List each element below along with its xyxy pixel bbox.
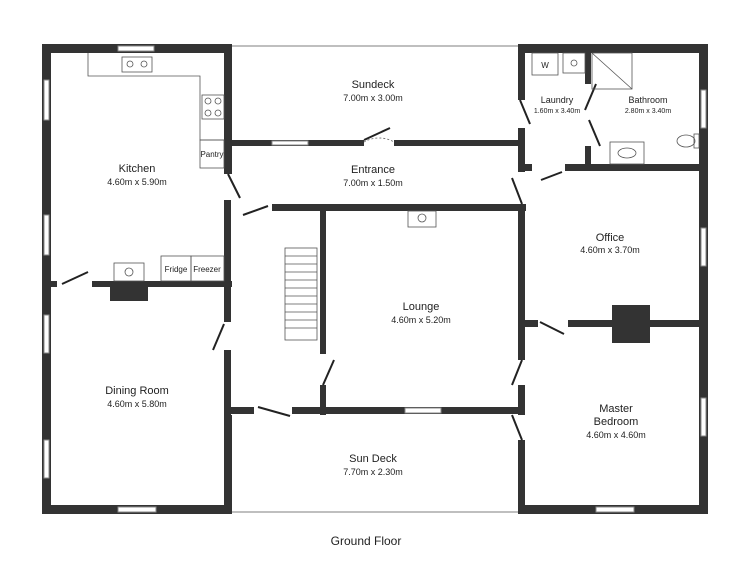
freezer (190, 255, 225, 282)
master-name-line2: Bedroom (594, 416, 639, 428)
kitchen-window-left-2 (43, 214, 50, 256)
office-window (700, 227, 707, 267)
sundeck-bottom-name: Sun Deck (349, 453, 397, 465)
lounge-window (404, 407, 442, 414)
doors (61, 83, 601, 441)
oven (113, 262, 145, 282)
master-name-line1: Master (599, 403, 633, 415)
interior-walls (42, 44, 708, 514)
laundry-name: Laundry (541, 95, 574, 105)
cooktop (201, 94, 225, 120)
sundeck-top-name: Sundeck (352, 79, 395, 91)
room-labels: Kitchen 4.60m x 5.90m Sundeck 7.00m x 3.… (105, 79, 671, 477)
fireplace-dining (110, 287, 148, 301)
fridge-label: Fridge (165, 265, 188, 274)
sundeck-window (271, 140, 309, 146)
dining-window-left-2 (43, 439, 50, 479)
lounge-name: Lounge (403, 301, 440, 313)
kitchen-window-left (43, 79, 50, 121)
toilet (676, 134, 696, 148)
laundry-tub (562, 52, 586, 74)
floor-title: Ground Floor (331, 534, 402, 548)
shower (591, 52, 633, 90)
lounge-size: 4.60m x 5.20m (391, 315, 451, 325)
dining-size: 4.60m x 5.80m (107, 399, 167, 409)
entrance-size: 7.00m x 1.50m (343, 178, 403, 188)
windows (43, 45, 707, 513)
dining-window-left (43, 314, 50, 354)
deck-outlines (232, 45, 518, 513)
fireplace-master (612, 305, 650, 343)
pantry-label: Pantry (200, 150, 223, 159)
staircase (284, 247, 318, 341)
pantry (199, 139, 225, 169)
freezer-label: Freezer (193, 265, 221, 274)
master-size: 4.60m x 4.60m (586, 430, 646, 440)
fixtures: Pantry Fridge Freezer W (87, 52, 700, 343)
kitchen-name: Kitchen (119, 163, 156, 175)
master-window-bottom (595, 506, 635, 513)
kitchen-sink (121, 56, 153, 73)
dining-window-bottom (117, 506, 157, 513)
office-size: 4.60m x 3.70m (580, 245, 640, 255)
sundeck-bottom-size: 7.70m x 2.30m (343, 467, 403, 477)
outer-walls (42, 44, 708, 514)
dining-name: Dining Room (105, 385, 169, 397)
bathroom-name: Bathroom (628, 95, 667, 105)
vanity (609, 141, 645, 165)
lounge-fireplace (407, 210, 437, 228)
bathroom-window (700, 89, 707, 129)
bathroom-size: 2.80m x 3.40m (625, 108, 671, 115)
laundry-size: 1.60m x 3.40m (534, 108, 580, 115)
office-name: Office (596, 232, 625, 244)
kitchen-window (117, 45, 155, 52)
master-window-right (700, 397, 707, 437)
sundeck-top-size: 7.00m x 3.00m (343, 93, 403, 103)
kitchen-size: 4.60m x 5.90m (107, 177, 167, 187)
entrance-name: Entrance (351, 164, 395, 176)
washer (531, 52, 559, 76)
washer-label: W (541, 61, 549, 70)
